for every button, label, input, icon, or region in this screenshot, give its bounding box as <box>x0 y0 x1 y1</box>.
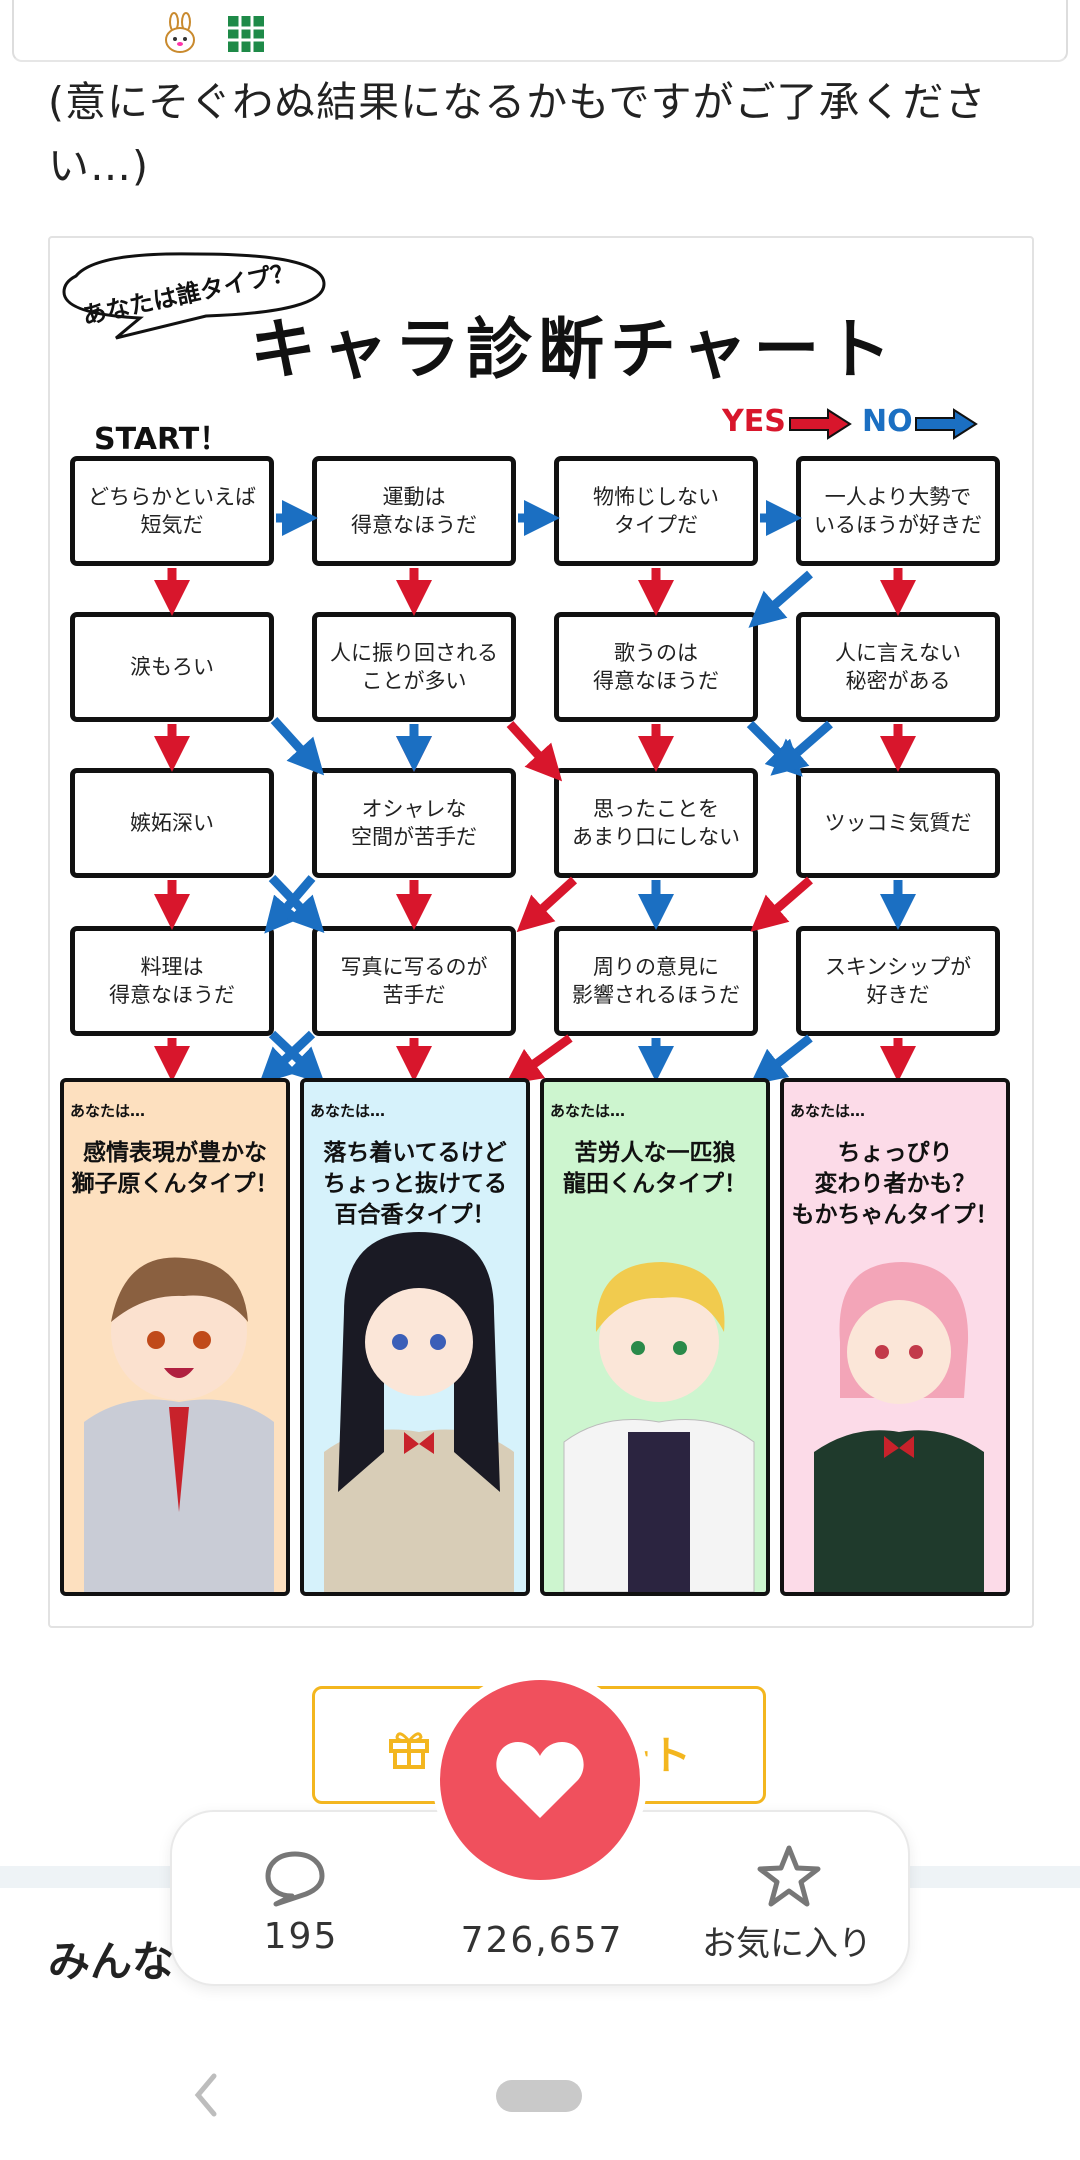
result-panel-shishihara: あなたは… 感情表現が豊かな 獅子原くんタイプ！ <box>60 1078 290 1596</box>
character-illustration <box>784 1192 1010 1592</box>
heart-icon <box>494 1740 586 1820</box>
like-count: 726,657 <box>452 1920 632 1961</box>
gift-icon <box>387 1725 431 1769</box>
result-panel-yurika: あなたは… 落ち着いてるけど ちょっと抜けてる 百合香タイプ！ <box>300 1078 530 1596</box>
result-type: 感情表現が豊かな 獅子原くんタイプ！ <box>64 1138 286 1200</box>
comment-icon[interactable] <box>262 1848 328 1908</box>
result-panel-tatsuta: あなたは… 苦労人な一匹狼 龍田くんタイプ！ <box>540 1078 770 1596</box>
result-you-label: あなたは… <box>70 1100 145 1121</box>
character-diagnosis-chart-image: あなたは誰タイプ？ キャラ診断チャート START！ YES NO どちらかとい… <box>48 236 1034 1628</box>
result-type: 苦労人な一匹狼 龍田くんタイプ！ <box>544 1138 766 1200</box>
character-illustration <box>64 1192 290 1592</box>
article-text: (意にそぐわぬ結果になるかもですがご了承ください…) <box>48 70 1038 198</box>
star-icon[interactable] <box>756 1844 822 1908</box>
system-navigation-bar <box>0 2040 1080 2160</box>
character-illustration <box>304 1192 530 1592</box>
rabbit-icon <box>158 12 202 56</box>
top-strip <box>0 0 1080 62</box>
section-heading: みんな <box>48 1928 174 1989</box>
like-button[interactable] <box>440 1680 640 1880</box>
result-you-label: あなたは… <box>550 1100 625 1121</box>
home-pill[interactable] <box>496 2080 582 2112</box>
character-illustration <box>544 1192 770 1592</box>
green-grid-icon <box>226 14 266 54</box>
favorite-label[interactable]: お気に入り <box>692 1916 882 1965</box>
result-you-label: あなたは… <box>310 1100 385 1121</box>
result-you-label: あなたは… <box>790 1100 865 1121</box>
back-chevron-icon[interactable] <box>190 2068 220 2122</box>
result-panel-moka: あなたは… ちょっぴり 変わり者かも？ もかちゃんタイプ！ <box>780 1078 1010 1596</box>
comment-count: 195 <box>226 1916 376 1957</box>
